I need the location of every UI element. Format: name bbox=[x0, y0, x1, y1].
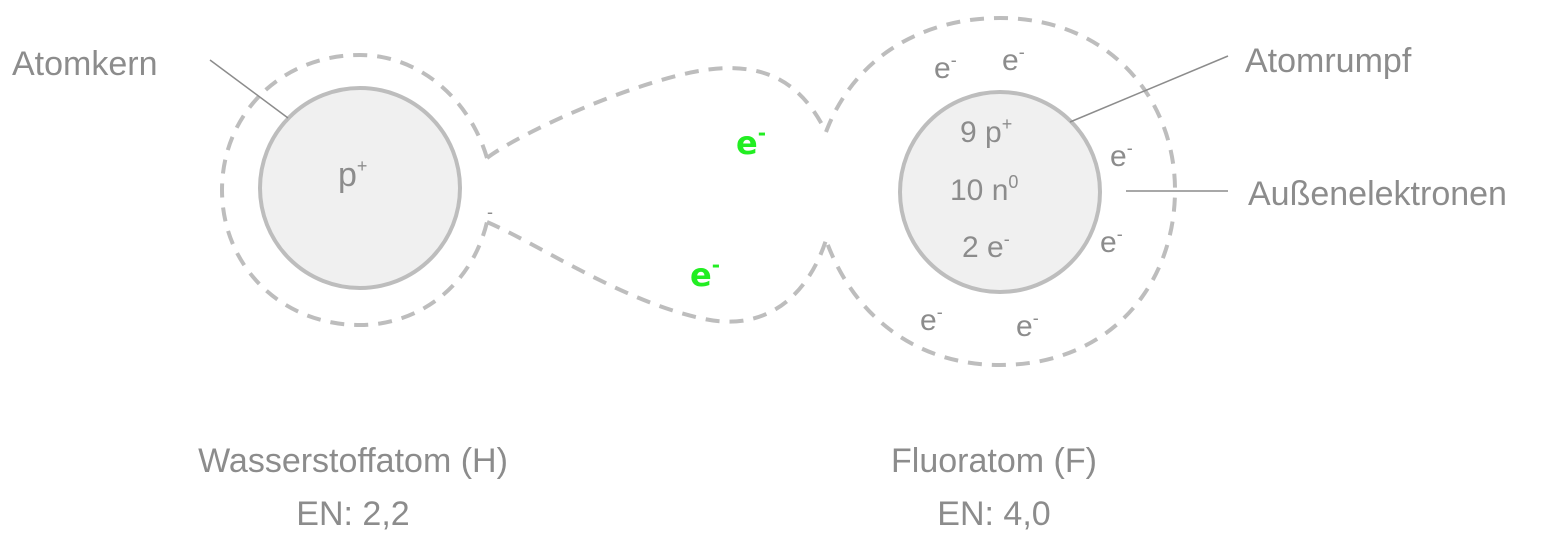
hydrogen-en: EN: 2,2 bbox=[296, 495, 409, 533]
hydrogen-name: Wasserstoffatom (H) bbox=[198, 442, 508, 480]
fluorine-core-protons: 9 p+ bbox=[960, 114, 1012, 149]
fluorine-outer-electron: e- bbox=[1110, 138, 1133, 173]
shell-outline bbox=[485, 66, 828, 324]
fluorine-core-neutrons: 10 n0 bbox=[950, 172, 1018, 207]
fluorine-outer-electron: e- bbox=[934, 50, 957, 85]
atomrumpf-leader bbox=[1069, 55, 1229, 123]
atomkern-label: Atomkern bbox=[12, 45, 158, 83]
fluorine-outer-electron: e- bbox=[1002, 42, 1025, 77]
fluorine-outer-electron: e- bbox=[1016, 308, 1039, 343]
hydrogen-nucleus bbox=[258, 86, 462, 290]
atomkern-leader bbox=[209, 59, 289, 119]
fluorine-outer-electron: e- bbox=[920, 302, 943, 337]
atomrumpf-label: Atomrumpf bbox=[1245, 42, 1412, 80]
fluorine-outer-electron: e- bbox=[1100, 224, 1123, 259]
shared-electron: e- bbox=[736, 121, 766, 162]
hydrogen-shell bbox=[219, 52, 489, 328]
hydrogen-minus-mark: - bbox=[487, 202, 493, 222]
fluorine-en: EN: 4,0 bbox=[937, 495, 1050, 533]
aussenelektronen-label: Außenelektronen bbox=[1248, 175, 1507, 213]
fluorine-name: Fluoratom (F) bbox=[891, 442, 1097, 480]
hydrogen-nucleus-label: p+ bbox=[338, 156, 367, 194]
fluorine-core bbox=[898, 90, 1102, 294]
fluorine-core-electrons: 2 e- bbox=[962, 229, 1010, 264]
shared-electron: e- bbox=[690, 253, 720, 294]
